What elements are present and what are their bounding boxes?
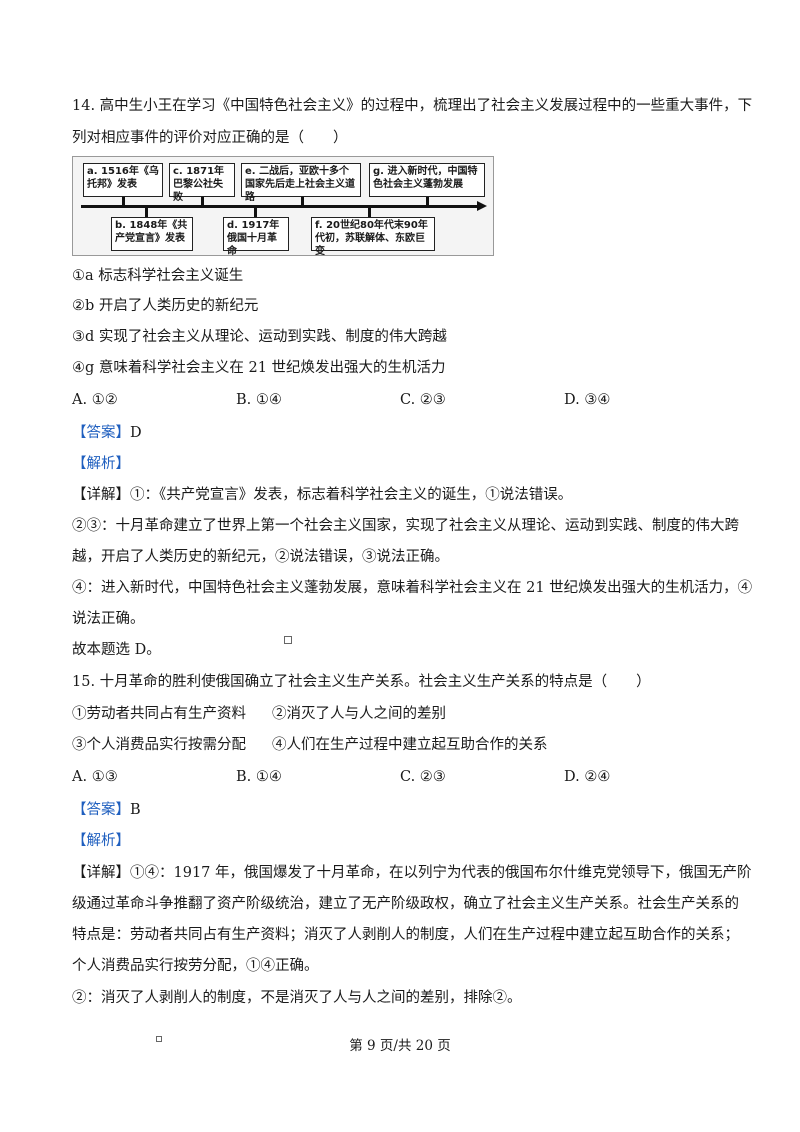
timeline-tick	[368, 207, 371, 217]
q15-item-3: ③个人消费品实行按需分配	[72, 737, 246, 753]
q14-detail-line2: ②③：十月革命建立了世界上第一个社会主义国家，实现了社会主义从理论、运动到实践、…	[72, 518, 739, 534]
q15-item-2: ②消灭了人与人之间的差别	[272, 706, 446, 722]
q15-option-b: B. ①④	[236, 769, 282, 785]
answer-value: D	[130, 425, 142, 441]
q15-detail-line3: 特点是：劳动者共同占有生产资料；消灭了人剥削人的制度，人们在生产过程中建立起互助…	[72, 927, 739, 943]
timeline-tick	[301, 197, 304, 206]
q14-detail-line1: 【详解】①：《共产党宣言》发表，标志着科学社会主义的诞生，①说法错误。	[72, 485, 572, 505]
timeline-event-e: e. 二战后，亚欧十多个国家先后走上社会主义道路	[241, 163, 361, 203]
q14-stem-line2: 列对相应事件的评价对应正确的是（ ）	[72, 130, 348, 146]
q14-detail-line3: 越，开启了人类历史的新纪元，②说法错误，③说法正确。	[72, 549, 449, 565]
q15-detail-line5: ②：消灭了人剥削人的制度，不是消灭了人与人之间的差别，排除②。	[72, 990, 522, 1006]
page-footer: 第 9 页/共 20 页	[349, 1038, 451, 1054]
timeline-axis	[81, 205, 479, 208]
q14-detail-line4: ④：进入新时代，中国特色社会主义蓬勃发展，意味着科学社会主义在 21 世纪焕发出…	[72, 580, 753, 596]
q14-detail-line6: 故本题选 D。	[72, 642, 161, 658]
timeline-tick	[122, 197, 125, 206]
q14-option-a: A. ①②	[72, 392, 118, 408]
q14-item-4: ④g 意味着科学社会主义在 21 世纪焕发出强大的生机活力	[72, 360, 446, 376]
q15-option-a: A. ①③	[72, 769, 118, 785]
q15-option-d: D. ②④	[564, 769, 611, 785]
q14-option-b: B. ①④	[236, 392, 282, 408]
timeline-tick	[254, 207, 257, 217]
answer-value: B	[130, 802, 141, 818]
timeline-tick	[145, 207, 148, 217]
q15-stem: 15. 十月革命的胜利使俄国确立了社会主义生产关系。社会主义生产关系的特点是（ …	[72, 674, 651, 690]
timeline-event-d: d. 1917年俄国十月革命	[223, 217, 289, 257]
timeline-event-g: g. 进入新时代，中国特色社会主义蓬勃发展	[369, 163, 485, 197]
timeline-event-a: a. 1516年《乌托邦》发表	[83, 163, 163, 197]
timeline-figure: a. 1516年《乌托邦》发表 c. 1871年巴黎公社失败 e. 二战后，亚欧…	[72, 156, 494, 257]
q14-option-d: D. ③④	[564, 392, 611, 408]
answer-label: 【答案】	[72, 802, 130, 818]
timeline-arrow	[477, 201, 487, 211]
timeline-event-b: b. 1848年《共产党宣言》发表	[111, 217, 193, 251]
timeline-tick	[201, 197, 204, 206]
stray-mark-icon	[284, 636, 292, 644]
q15-detail-line4: 个人消费品实行按劳分配，①④正确。	[72, 958, 319, 974]
q14-answer: 【答案】D	[72, 423, 142, 443]
q14-option-c: C. ②③	[400, 392, 446, 408]
timeline-tick	[426, 197, 429, 206]
q15-detail-line2: 级通过革命斗争推翻了资产阶级统治，建立了无产阶级政权，确立了社会主义生产关系。社…	[72, 896, 739, 912]
q15-analysis-label: 【解析】	[72, 833, 130, 849]
q14-item-3: ③d 实现了社会主义从理论、运动到实践、制度的伟大跨越	[72, 329, 447, 345]
stray-mark-icon	[156, 1036, 162, 1042]
q14-stem-line1: 14. 高中生小王在学习《中国特色社会主义》的过程中，梳理出了社会主义发展过程中…	[72, 98, 753, 114]
q14-analysis-label: 【解析】	[72, 456, 130, 472]
q15-answer: 【答案】B	[72, 800, 141, 820]
detail-text: ①：《共产党宣言》发表，标志着科学社会主义的诞生，①说法错误。	[130, 487, 573, 503]
timeline-event-c: c. 1871年巴黎公社失败	[169, 163, 235, 203]
q15-detail-line1: 【详解】①④：1917 年，俄国爆发了十月革命，在以列宁为代表的俄国布尔什维克党…	[72, 863, 752, 883]
timeline-event-f: f. 20世纪80年代末90年代初，苏联解体、东欧巨变	[311, 217, 435, 257]
q15-item-4: ④人们在生产过程中建立起互助合作的关系	[272, 737, 548, 753]
q14-item-1: ①a 标志科学社会主义诞生	[72, 268, 244, 284]
q15-option-c: C. ②③	[400, 769, 446, 785]
q14-detail-line5: 说法正确。	[72, 611, 145, 627]
answer-label: 【答案】	[72, 425, 130, 441]
detail-text: ①④：1917 年，俄国爆发了十月革命，在以列宁为代表的俄国布尔什维克党领导下，…	[130, 865, 752, 881]
detail-label: 【详解】	[72, 865, 130, 881]
q14-item-2: ②b 开启了人类历史的新纪元	[72, 298, 259, 314]
q15-item-1: ①劳动者共同占有生产资料	[72, 706, 246, 722]
detail-label: 【详解】	[72, 487, 130, 503]
